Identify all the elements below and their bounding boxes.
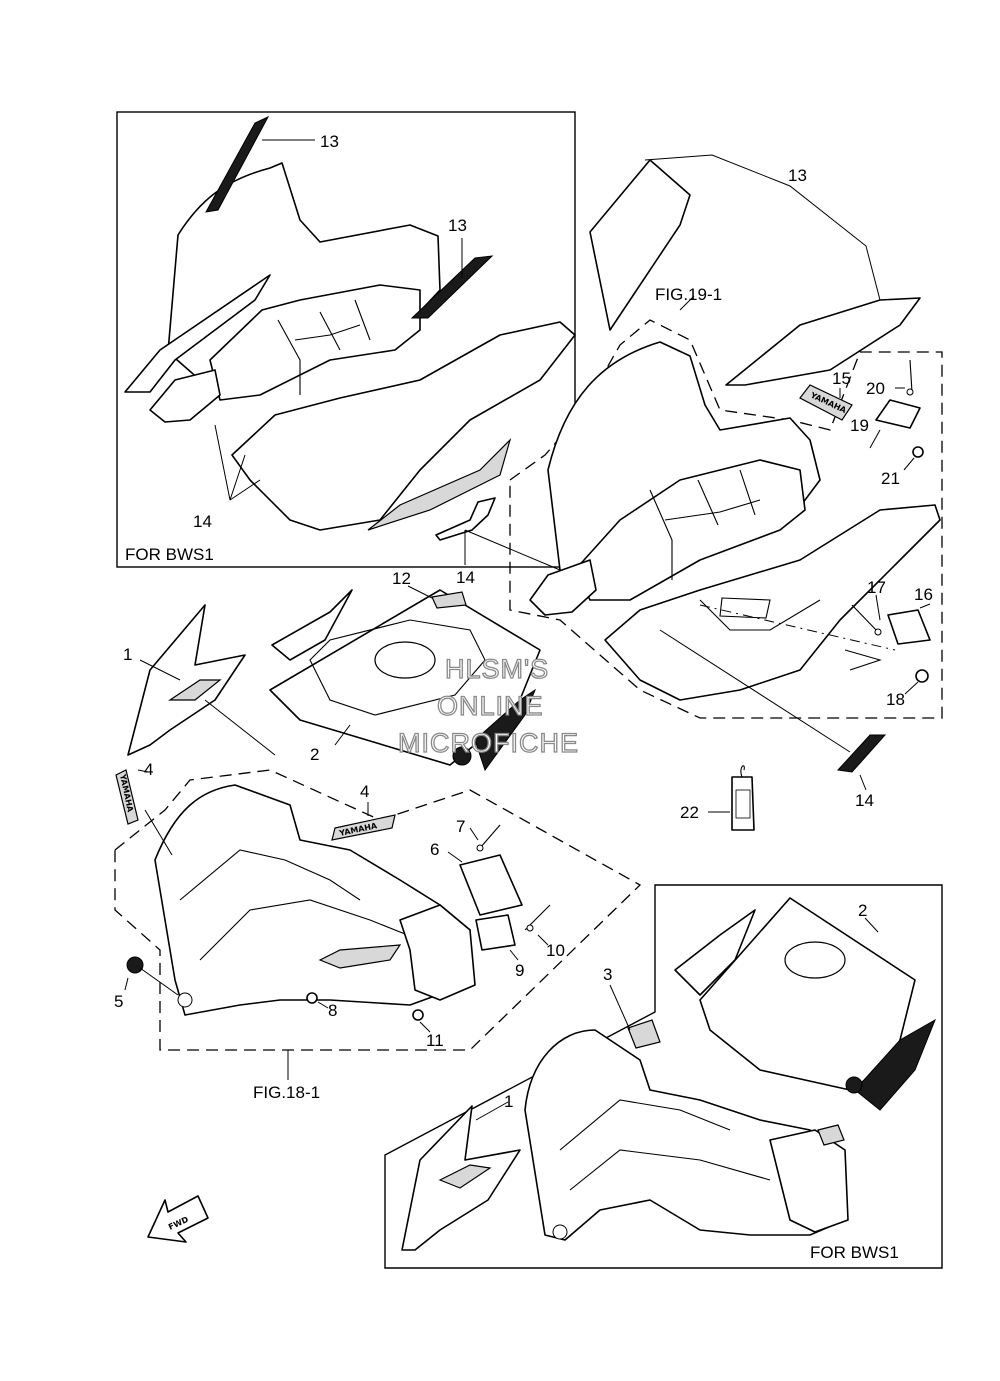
- part-22-tag: [731, 776, 755, 831]
- rear-assembly: 13 FIG.19-1 14 YAMAHA 15 20: [435, 154, 943, 831]
- bws1-left-stripe: [124, 274, 271, 393]
- callout-12: 12: [392, 569, 411, 588]
- watermark: HLSM'S ONLINE MICROFICHE: [397, 653, 579, 758]
- part-5-clip-center: [452, 746, 472, 766]
- callout-13-c: 13: [788, 166, 807, 185]
- part-11-washer: [412, 1009, 424, 1021]
- fwd-arrow-icon: [147, 1195, 209, 1243]
- rear-fender: [604, 504, 941, 701]
- inset-caption-top-left: FOR BWS1: [125, 545, 214, 564]
- callout-2-b: 2: [858, 901, 867, 920]
- watermark-line3: MICROFICHE: [398, 728, 579, 758]
- callout-11: 11: [426, 1031, 444, 1050]
- callout-14-a: 14: [193, 512, 212, 531]
- fig-18-1-outline: [114, 769, 642, 1051]
- callout-20: 20: [866, 379, 885, 398]
- callout-2-a: 2: [310, 745, 319, 764]
- bws1-upper-decal: [205, 115, 270, 213]
- fig-19-1-outline: [509, 319, 943, 719]
- callout-18: 18: [886, 690, 905, 709]
- part-1-front-decal: [127, 604, 246, 756]
- fig-19-1-ref: FIG.19-1: [655, 285, 722, 304]
- callout-13-b: 13: [448, 216, 467, 235]
- part-2-grille: [474, 688, 537, 772]
- rear-seat-tray: [574, 459, 806, 601]
- part-4-yamaha-decal-left: [115, 769, 139, 825]
- part-10-screw: [526, 924, 534, 932]
- callout-4-a: 4: [144, 760, 153, 779]
- part-9-plate: [475, 914, 516, 951]
- part-19-plate: [875, 399, 921, 429]
- callout-8: 8: [328, 1001, 337, 1020]
- part-15-yamaha-decal: [799, 384, 853, 421]
- center-assembly: 12 2: [269, 569, 541, 772]
- callout-22: 22: [680, 803, 699, 822]
- front-assembly: 1 FIG.18-1 YAMAHA 4 YAMAHA 4 5 7: [114, 604, 642, 1102]
- callout-6: 6: [430, 840, 439, 859]
- part-16-plate: [887, 609, 931, 645]
- part-12-seal: [431, 591, 467, 609]
- callout-21: 21: [881, 469, 900, 488]
- fig-18-1-ref: FIG.18-1: [253, 1083, 320, 1102]
- rear-upper-decal-13: [589, 159, 691, 331]
- bws1-part-2-side-panel: [674, 909, 756, 996]
- bws1-side-decal: [410, 255, 494, 319]
- bws1-rear-fender: [231, 321, 576, 531]
- watermark-line1: HLSM'S: [445, 654, 549, 684]
- part-14-tape: [435, 497, 496, 541]
- callout-17: 17: [867, 578, 886, 597]
- part-7-screw: [476, 844, 484, 852]
- part-20-screw: [906, 388, 914, 396]
- callout-3: 3: [603, 965, 612, 984]
- bws1-right-stripe: [367, 437, 512, 531]
- rear-side-decal-13: [725, 297, 921, 386]
- bws1-front-inset: 2 3 1 FOR BWS1: [384, 884, 943, 1269]
- callout-14-c: 14: [855, 791, 874, 810]
- part-21-washer: [912, 446, 924, 458]
- bws1-rear-inset-frame: [116, 111, 576, 568]
- bws1-front-cowl: [524, 1029, 846, 1241]
- part-14-decal-right: [836, 734, 887, 773]
- part-8-washer: [306, 992, 318, 1004]
- callout-1-a: 1: [123, 645, 132, 664]
- part-6-plate: [459, 854, 523, 916]
- inset-caption-bottom-right: FOR BWS1: [810, 1243, 899, 1262]
- part-2-side-panel-left: [271, 589, 353, 661]
- bws1-grille: [854, 1018, 936, 1111]
- front-fender-side: [399, 904, 476, 1001]
- callout-19: 19: [850, 416, 869, 435]
- fwd-direction-arrow: FWD: [147, 1195, 209, 1243]
- part-18-washer: [915, 669, 929, 683]
- bws1-part-3-seal: [627, 1019, 661, 1049]
- callout-7: 7: [456, 817, 465, 836]
- callout-5: 5: [114, 992, 123, 1011]
- callout-13-a: 13: [320, 132, 339, 151]
- watermark-line2: ONLINE: [437, 691, 544, 721]
- callout-9: 9: [515, 961, 524, 980]
- bws1-rear-inset: 13 13 14 FOR BWS1: [116, 111, 576, 568]
- callout-16: 16: [914, 585, 933, 604]
- part-17-screw: [874, 628, 882, 636]
- callout-1-b: 1: [504, 1092, 513, 1111]
- part-5-clip: [126, 956, 144, 974]
- callout-10: 10: [546, 941, 565, 960]
- bws1-seat-tray: [209, 284, 421, 401]
- callout-4-b: 4: [360, 782, 369, 801]
- part-4-yamaha-decal-center: [331, 814, 396, 841]
- callout-15: 15: [832, 369, 851, 388]
- callout-14-b: 14: [456, 568, 475, 587]
- bws1-front-inset-frame: [384, 884, 943, 1269]
